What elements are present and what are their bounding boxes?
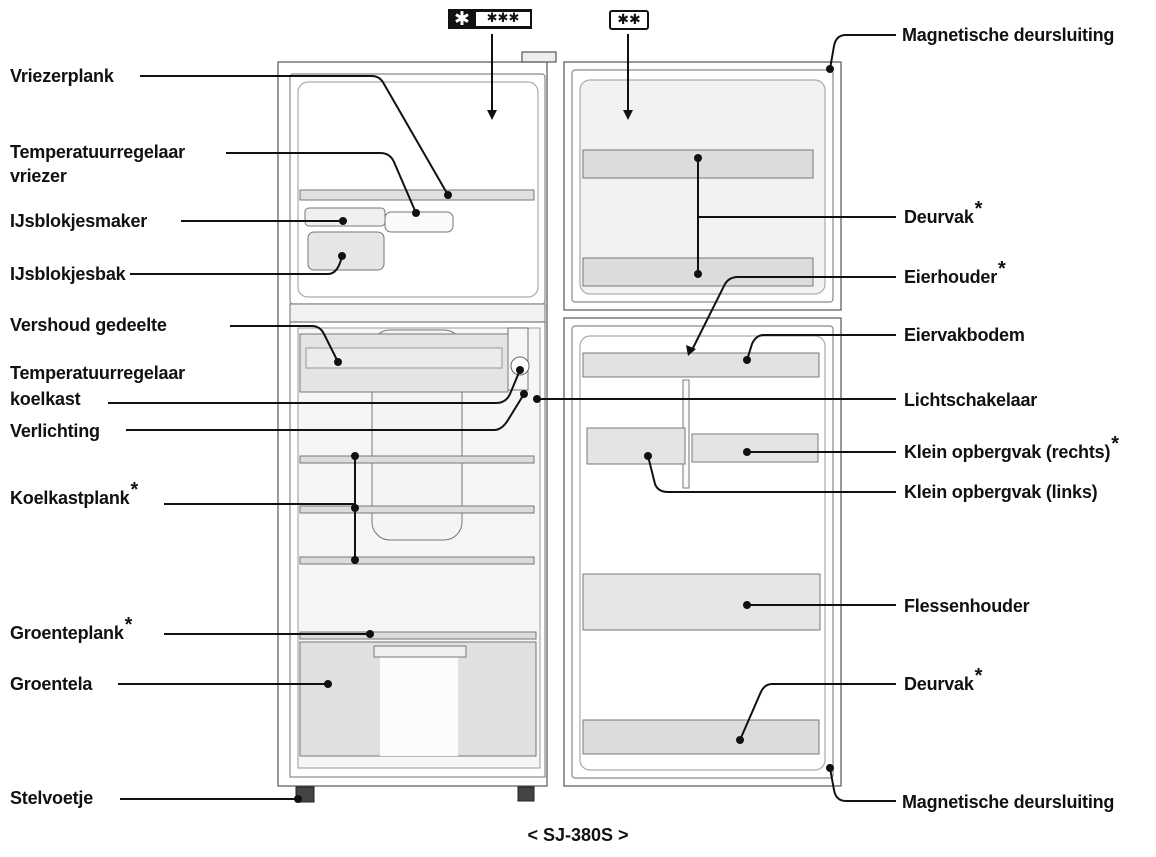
label-lichtschakelaar: Lichtschakelaar (904, 390, 1038, 410)
label-eierhouder-text: Eierhouder (904, 267, 998, 287)
label-temperatuurregelaar-vriezer-line1: Temperatuurregelaar (10, 142, 185, 162)
leveling-foot (517, 786, 535, 802)
label-groenteplank: Groenteplank* (10, 614, 132, 644)
label-temperatuurregelaar-koelkast-line2: koelkast (10, 389, 81, 409)
label-klein-opbergvak-rechts-text: Klein opbergvak (rechts) (904, 442, 1111, 462)
model-caption: < SJ-380S > (527, 825, 629, 845)
door-pocket (582, 719, 820, 755)
label-flessenhouder: Flessenhouder (904, 596, 1030, 616)
label-temperatuurregelaar-vriezer-line2: vriezer (10, 166, 67, 186)
label-groenteplank-text: Groenteplank (10, 623, 124, 643)
label-verlichting: Verlichting (10, 421, 100, 441)
label-klein-opbergvak-links: Klein opbergvak (links) (904, 482, 1098, 502)
asterisk-mark: * (998, 258, 1006, 280)
label-groentela: Groentela (10, 674, 93, 694)
label-deurvak-bottom-text: Deurvak (904, 674, 974, 694)
label-koelkastplank: Koelkastplank* (10, 479, 138, 509)
asterisk-mark: * (974, 665, 983, 687)
label-deurvak-top-text: Deurvak (904, 207, 974, 227)
label-eierhouder: Eierhouder* (904, 258, 1006, 288)
bottle-holder (582, 573, 821, 631)
freezer-star-small-icons: ✱✱✱ (476, 12, 530, 26)
freezer-star-big-icon: ✱ (454, 8, 470, 30)
door-star-rating-badge: ✱✱ (609, 10, 649, 30)
label-ijsblokjesbak: IJsblokjesbak (10, 264, 126, 284)
leader-lines (108, 34, 896, 802)
freezer-star-rating-badge: ✱ ✱✱✱ (448, 9, 532, 29)
fridge-shelf (299, 505, 535, 514)
small-bin-left (586, 427, 686, 465)
label-ijsblokjesmaker: IJsblokjesmaker (10, 211, 148, 231)
label-temperatuurregelaar-koelkast-line1: Temperatuurregelaar (10, 363, 185, 383)
asterisk-mark: * (130, 479, 139, 501)
callout-dots (294, 65, 834, 803)
arrowheads (487, 110, 696, 356)
door-interior (582, 149, 821, 755)
label-stelvoetje: Stelvoetje (10, 788, 94, 808)
label-eiervakbodem: Eiervakbodem (904, 325, 1025, 345)
label-magnetische-deursluiting-bottom: Magnetische deursluiting (902, 792, 1115, 812)
label-deurvak-top: Deurvak* (904, 198, 982, 228)
door-panels (563, 61, 842, 787)
ice-tray (307, 231, 385, 271)
asterisk-mark: * (124, 614, 133, 636)
freezer-shelf (299, 189, 535, 201)
small-bin-right (691, 433, 819, 463)
label-deurvak-bottom: Deurvak* (904, 665, 982, 695)
label-magnetische-deursluiting-top: Magnetische deursluiting (902, 25, 1115, 45)
label-koelkastplank-text: Koelkastplank (10, 488, 130, 508)
label-klein-opbergvak-rechts: Klein opbergvak (rechts)* (904, 433, 1119, 463)
egg-holder (582, 352, 820, 378)
asterisk-mark: * (974, 198, 983, 220)
fridge-shelf (299, 455, 535, 464)
label-vershoud-gedeelte: Vershoud gedeelte (10, 315, 167, 335)
fridge-interior (295, 327, 537, 803)
vegetable-shelf (299, 631, 537, 640)
asterisk-mark: * (1111, 433, 1119, 455)
label-vriezerplank: Vriezerplank (10, 66, 114, 86)
freezer-interior (299, 189, 535, 271)
fridge-shelf (299, 556, 535, 565)
